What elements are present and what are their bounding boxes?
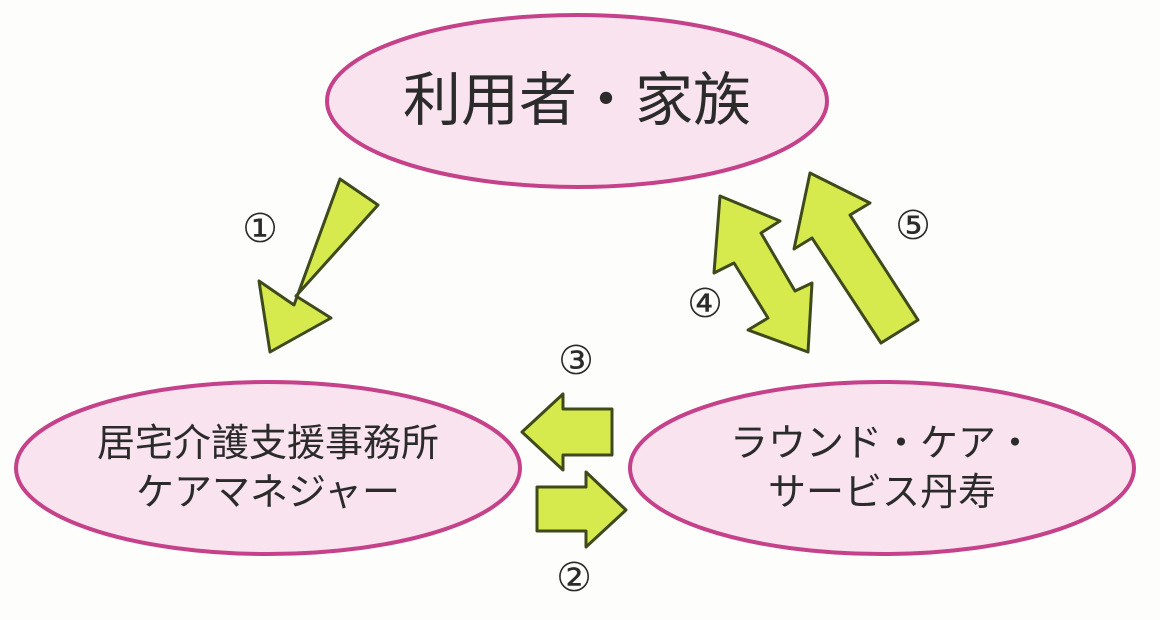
node-round-care-shape bbox=[628, 380, 1136, 556]
arrow-3-icon bbox=[520, 392, 614, 472]
node-round-care: ラウンド・ケア・ サービス丹寿 bbox=[630, 382, 1134, 554]
node-user-family: 利用者・家族 bbox=[327, 15, 827, 187]
arrow-1-icon bbox=[257, 177, 380, 354]
arrow-4-icon bbox=[712, 194, 814, 354]
step-3-label: ③ bbox=[558, 338, 594, 384]
node-care-manager-label-line1: 居宅介護支援事務所 bbox=[96, 420, 439, 465]
node-round-care-label-line1: ラウンド・ケア・ bbox=[729, 420, 1034, 465]
node-care-manager-label-line2: ケアマネジャー bbox=[135, 470, 401, 514]
step-1-label: ① bbox=[242, 206, 278, 252]
step-2-label: ② bbox=[556, 555, 592, 601]
arrow-2-icon bbox=[535, 470, 628, 549]
node-care-manager: 居宅介護支援事務所 ケアマネジャー bbox=[16, 382, 520, 554]
node-user-family-shape bbox=[325, 13, 829, 189]
node-user-family-label: 利用者・家族 bbox=[402, 66, 751, 135]
step-5-label: ⑤ bbox=[895, 203, 931, 249]
node-care-manager-shape bbox=[14, 380, 522, 556]
step-4-label: ④ bbox=[687, 281, 723, 327]
node-round-care-label-line2: サービス丹寿 bbox=[767, 470, 996, 514]
arrow-5-icon bbox=[792, 171, 920, 345]
